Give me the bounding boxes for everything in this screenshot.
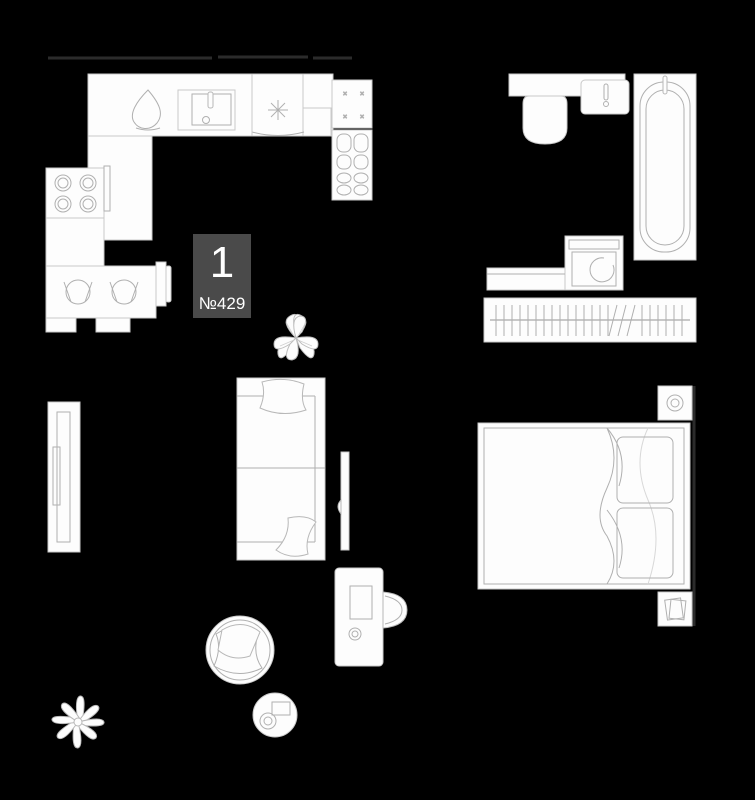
nightstand-icon-bottom	[657, 591, 693, 627]
armchair-icon	[205, 615, 275, 685]
side-table-icon	[252, 692, 298, 738]
panel-icon	[337, 451, 350, 551]
bathroom-area	[486, 73, 697, 291]
nightstand-icon-top	[657, 385, 693, 421]
desk-icon	[334, 567, 408, 667]
bed-icon	[477, 422, 691, 590]
unit-badge[interactable]: 1 №429	[193, 234, 251, 318]
shoe-rack-icon: × × × ×	[331, 79, 373, 201]
washbasin-icon	[580, 79, 630, 115]
teardrop-icon	[131, 89, 161, 131]
wardrobe-icon	[47, 401, 81, 553]
sofa-icon	[236, 377, 326, 561]
kitchen-area	[45, 73, 334, 267]
svg-text:×: ×	[343, 91, 347, 98]
svg-text:×: ×	[360, 114, 364, 121]
unit-number: 1	[193, 234, 251, 292]
bedroom-area	[477, 385, 696, 627]
toilet-icon	[522, 95, 568, 145]
dining-set	[45, 261, 172, 333]
washer-icon	[564, 235, 624, 291]
asterisk-icon	[268, 100, 288, 120]
clothes-rail-icon	[483, 297, 697, 343]
cushion-icon-top	[259, 378, 307, 414]
cushion-icon-bottom	[275, 516, 317, 557]
unit-id: №429	[193, 292, 251, 318]
bathtub-icon	[633, 73, 697, 261]
sink-icon	[177, 89, 236, 131]
palm-plant-icon	[51, 695, 105, 749]
four-burner-icon	[45, 165, 111, 219]
svg-text:×: ×	[343, 114, 347, 121]
top-wall	[48, 55, 352, 60]
plant-icon	[273, 313, 319, 361]
svg-text:×: ×	[360, 91, 364, 98]
chair-icon	[382, 591, 408, 629]
